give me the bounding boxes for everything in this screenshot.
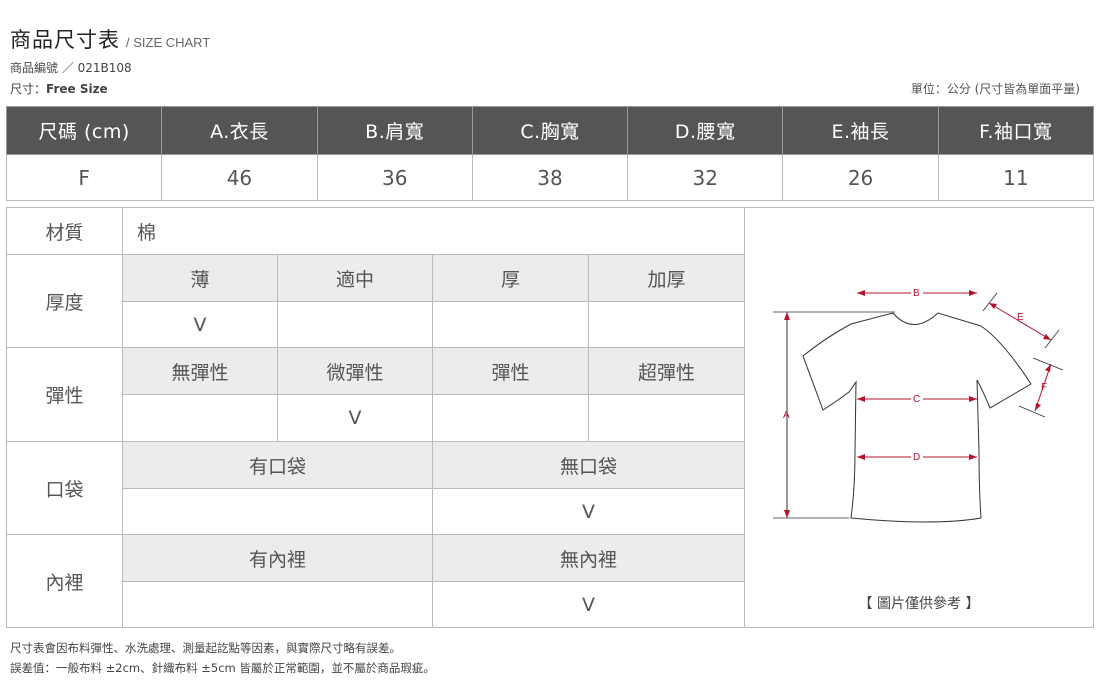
label-f: F: [1041, 382, 1047, 393]
table-row: F 46 36 38 32 26 11: [5, 154, 1095, 201]
pocket-label: 口袋: [7, 442, 123, 535]
elasticity-mark: V: [278, 395, 433, 442]
elasticity-mark: [589, 395, 744, 442]
size-table-header-row: 尺碼 (cm) A.衣長 B.肩寬 C.胸寬 D.腰寬 E.袖長 F.袖口寬: [5, 106, 1095, 155]
size-prefix: 尺寸：: [10, 82, 47, 96]
lining-mark: V: [582, 593, 595, 616]
unit-note: 單位：公分 (尺寸皆為單面平量): [910, 82, 1080, 96]
elasticity-mark: [433, 395, 589, 442]
garment-diagram-panel: A B C D E F 【 圖片僅供參考 】: [745, 207, 1094, 628]
material-label: 材質: [7, 208, 123, 255]
elasticity-mark: [123, 395, 278, 442]
size-table: 尺碼 (cm) A.衣長 B.肩寬 C.胸寬 D.腰寬 E.袖長 F.袖口寬 F…: [5, 106, 1095, 201]
pocket-mark: V: [433, 489, 744, 535]
label-d: D: [913, 452, 920, 463]
thickness-label: 厚度: [7, 255, 123, 348]
thickness-option: 厚: [433, 255, 589, 302]
table-cell: 38: [471, 154, 629, 201]
elasticity-option: 彈性: [433, 348, 589, 395]
size-value: Free Size: [46, 82, 108, 96]
lining-mark: [123, 582, 433, 627]
elasticity-label: 彈性: [7, 348, 123, 442]
pocket-option: 無口袋: [433, 442, 744, 489]
page-title: 商品尺寸表 / SIZE CHART: [10, 24, 210, 52]
chest-col-header: C.胸寬: [471, 106, 629, 155]
pocket-mark: [123, 489, 433, 535]
item-number: 商品編號 ／ 021B108: [10, 61, 132, 75]
lining-label: 內裡: [7, 535, 123, 627]
pocket-option: 有口袋: [123, 442, 433, 489]
elasticity-option: 無彈性: [123, 348, 278, 395]
material-value: 棉: [123, 208, 744, 255]
thickness-mark: V: [123, 302, 278, 348]
size-col-header: 尺碼 (cm): [5, 106, 163, 155]
label-c: C: [913, 394, 920, 405]
thickness-mark: [433, 302, 589, 348]
thickness-option: 加厚: [589, 255, 744, 302]
reference-note: 【 圖片僅供參考 】: [858, 596, 980, 612]
thickness-mark: [589, 302, 744, 348]
footnote-1: 尺寸表會因布料彈性、水洗處理、測量起訖點等因素，與實際尺寸略有誤差。: [10, 641, 401, 655]
size-line: 尺寸：Free Size: [10, 80, 108, 97]
table-cell: 11: [937, 154, 1095, 201]
thickness-option: 薄: [123, 255, 278, 302]
table-cell: 36: [316, 154, 473, 201]
table-cell: 26: [782, 154, 939, 201]
lining-option: 無內裡: [433, 535, 744, 582]
label-a: A: [783, 410, 790, 421]
elasticity-option: 微彈性: [278, 348, 433, 395]
elasticity-option: 超彈性: [589, 348, 744, 395]
table-cell: 46: [161, 154, 318, 201]
sleeve-length-col-header: E.袖長: [782, 106, 939, 155]
length-col-header: A.衣長: [161, 106, 318, 155]
label-e: E: [1017, 312, 1024, 323]
label-b: B: [913, 288, 920, 299]
shoulder-col-header: B.肩寬: [316, 106, 473, 155]
tshirt-diagram: A B C D E F: [773, 286, 1064, 523]
footnote-2: 誤差值：一般布料 ±2cm、針織布料 ±5cm 皆屬於正常範圍，並不屬於商品瑕疵…: [10, 661, 435, 675]
title-subtitle: / SIZE CHART: [126, 35, 211, 50]
cuff-width-col-header: F.袖口寬: [937, 106, 1095, 155]
waist-col-header: D.腰寬: [627, 106, 784, 155]
table-cell: F: [5, 154, 163, 201]
title-main: 商品尺寸表: [10, 28, 120, 52]
thickness-option: 適中: [278, 255, 433, 302]
lining-option: 有內裡: [123, 535, 433, 582]
table-cell: 32: [627, 154, 784, 201]
thickness-mark: [278, 302, 433, 348]
fabric-details-grid: 材質 棉 厚度 薄 適中 厚 加厚 V 彈性 無彈性 微彈性 彈性 超彈性 V …: [6, 207, 745, 628]
shirt-outline: [802, 312, 1032, 523]
